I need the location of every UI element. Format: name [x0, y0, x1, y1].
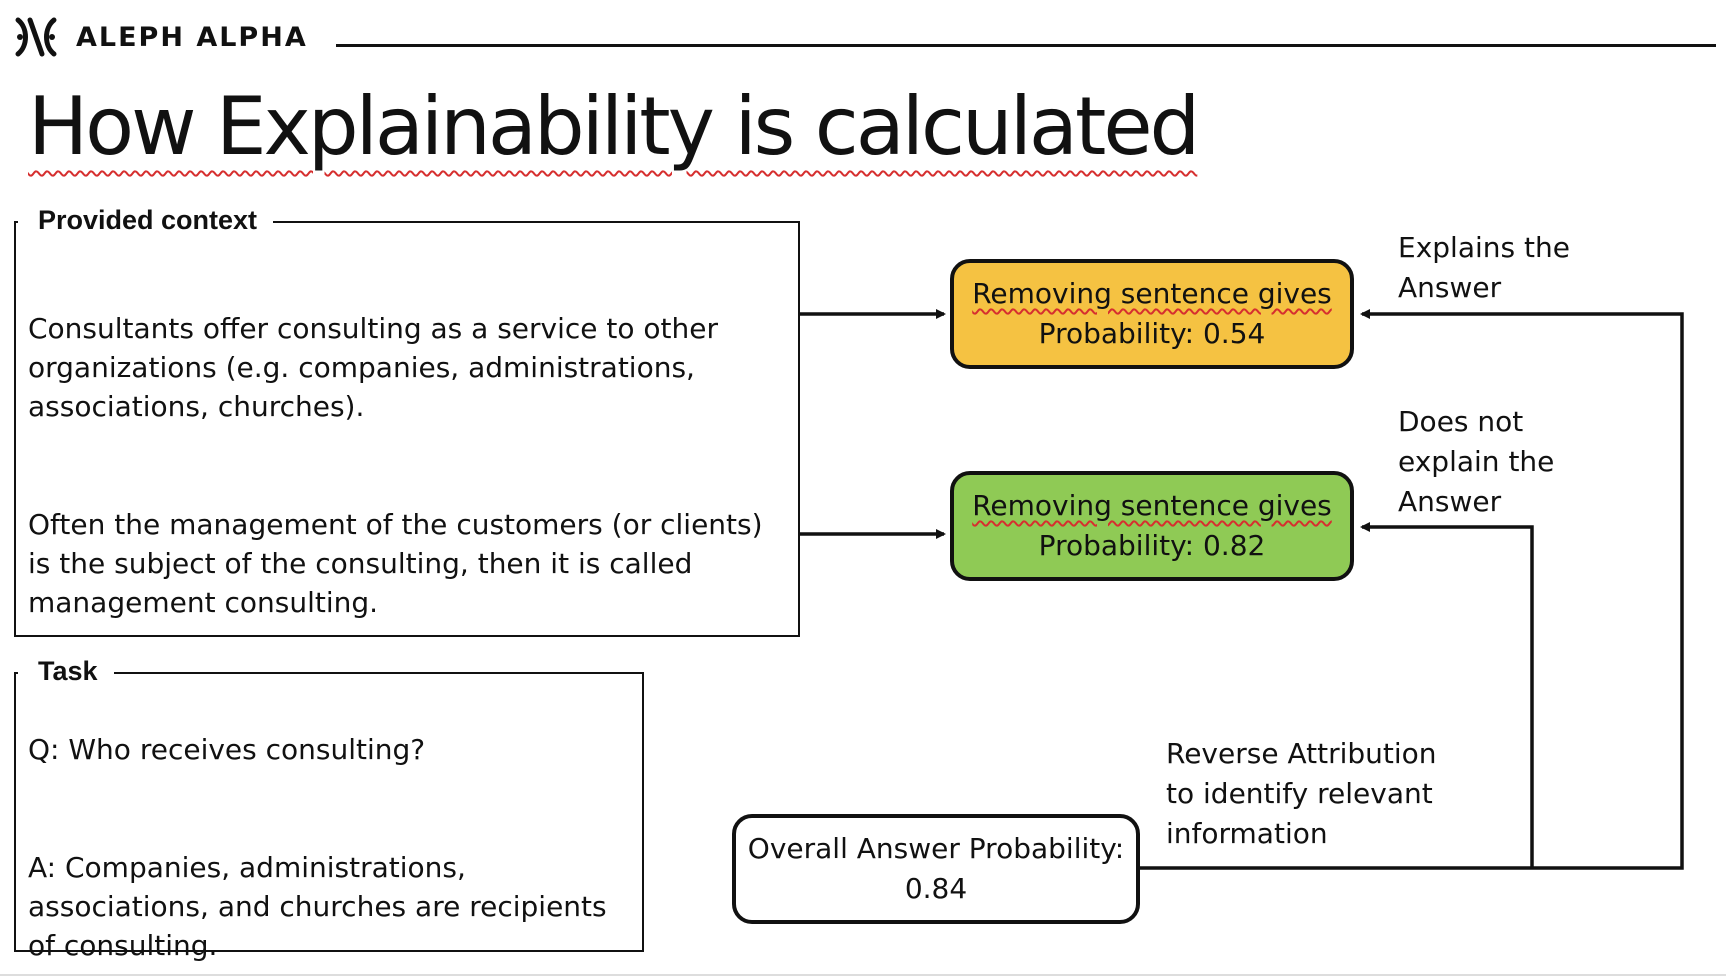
label-explains-answer: Explains the Answer — [1398, 231, 1570, 304]
footer-divider — [0, 974, 1726, 976]
node-middle-line-2: Probability: 0.82 — [1038, 529, 1266, 562]
arrow-overall-to-middle-node — [1360, 522, 1534, 868]
node-overall-line-2: 0.84 — [904, 872, 968, 905]
task-box — [14, 672, 644, 952]
node-top-line-2: Probability: 0.54 — [1038, 317, 1266, 350]
header-divider — [336, 44, 1716, 47]
label-reverse-attribution: Reverse Attribution to identify relevant… — [1166, 737, 1437, 850]
provided-context-box — [14, 221, 800, 637]
node-overall-line-1: Overall Answer Probability: — [747, 832, 1125, 865]
task-question: Q: Who receives consulting? — [28, 733, 426, 766]
context-paragraph-1-text: Consultants offer consulting as a servic… — [28, 312, 719, 423]
node-overall-probability: Overall Answer Probability: 0.84 — [732, 814, 1140, 924]
page-title: How Explainability is calculated — [28, 80, 1200, 173]
node-middle-line-1: Removing sentence gives — [972, 489, 1332, 522]
task-answer: A: Companies, administrations, associati… — [28, 851, 607, 962]
context-paragraph-2-text: Often the management of the customers (o… — [28, 508, 763, 619]
task-legend: Task — [18, 656, 114, 687]
node-top-line-1: Removing sentence gives — [972, 277, 1332, 310]
label-does-not-explain: Does not explain the Answer — [1398, 405, 1555, 518]
brand-name: ALEPH ALPHA — [76, 22, 308, 53]
aleph-alpha-logo-icon — [15, 17, 57, 57]
provided-context-legend: Provided context — [18, 205, 274, 236]
arrow-overall-to-top-node — [1140, 309, 1684, 870]
context-paragraph-1: Consultants offer consulting as a servic… — [28, 270, 768, 426]
node-probability-082: Removing sentence gives Probability: 0.8… — [950, 471, 1354, 581]
context-paragraph-2: Often the management of the customers (o… — [28, 466, 768, 622]
node-probability-054: Removing sentence gives Probability: 0.5… — [950, 259, 1354, 369]
